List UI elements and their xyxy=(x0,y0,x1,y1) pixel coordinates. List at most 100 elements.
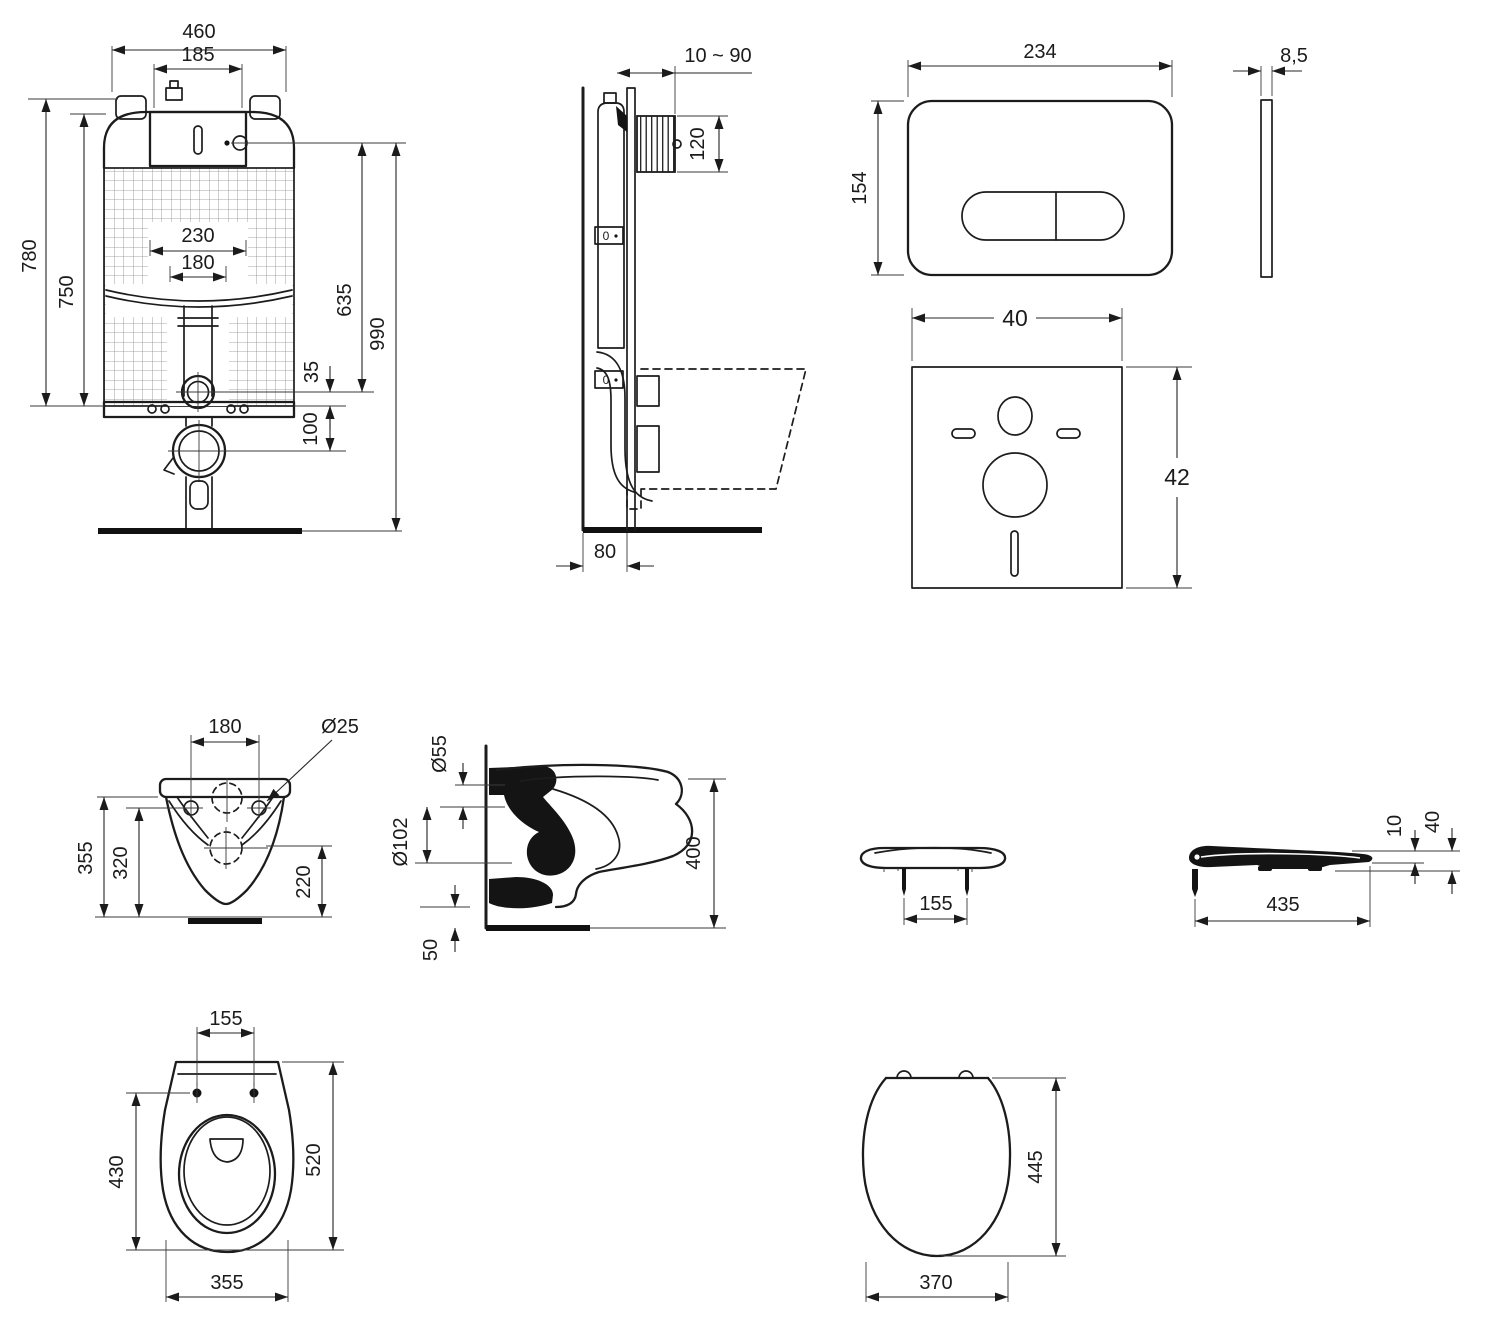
dimensions-bowl-top: 155 430 520 355 xyxy=(106,1008,344,1302)
dim-seat-hole-spacing: 155 xyxy=(209,1008,242,1030)
outlet-centerlines xyxy=(204,827,268,869)
dimensions-flush-plate-side: 8,5 xyxy=(1233,45,1308,96)
dim-total-length: 520 xyxy=(303,1143,325,1176)
dim-seat-height: 40 xyxy=(1422,811,1444,833)
dim-bolt-diameter: Ø25 xyxy=(321,716,359,738)
dim-drain-offset: 100 xyxy=(300,412,322,445)
hinge-pin-right xyxy=(965,868,969,896)
dim-plate-height: 154 xyxy=(849,171,871,204)
seat-hole-ticks xyxy=(196,1083,255,1103)
tank-side-outline xyxy=(597,102,625,349)
flush-outlet-cup xyxy=(209,1138,244,1163)
dim-seat-length: 435 xyxy=(1266,894,1299,916)
rail-bolt xyxy=(226,404,236,414)
bowl-inner-profile xyxy=(552,788,621,870)
dim-mat-width: 40 xyxy=(1002,305,1028,331)
dim-bottom-clearance: 50 xyxy=(420,939,442,961)
bowl-front-outline xyxy=(164,795,286,906)
dim-overall-width: 460 xyxy=(182,21,215,43)
dim-valve-to-outlet: 635 xyxy=(334,283,356,316)
dim-inspection-height: 120 xyxy=(687,127,709,160)
flush-button-pill xyxy=(961,191,1125,241)
dimensions-seat-side: 435 10 40 xyxy=(1194,811,1460,927)
inspection-shaft-hatched xyxy=(636,115,676,173)
dim-plate-thickness: 8,5 xyxy=(1280,45,1308,67)
view-seat-side: 435 10 40 xyxy=(1189,811,1460,927)
mat-hole-oval xyxy=(997,396,1033,436)
dim-bolt-spacing: 180 xyxy=(208,716,241,738)
dimensions-bowl-front: 180 Ø25 355 320 220 xyxy=(75,716,359,917)
seat-side-highlight xyxy=(1200,852,1361,859)
drain-clip xyxy=(163,457,175,475)
marker-dot-lower xyxy=(614,378,618,382)
dimensions-seat-top: 445 370 xyxy=(865,1077,1066,1302)
seat-bumper-right xyxy=(1308,866,1322,871)
view-sound-mat: 40 42 xyxy=(911,305,1192,589)
trap-curve-inner xyxy=(596,367,635,493)
dim-outlet-diameter: Ø102 xyxy=(390,818,412,867)
dimensions-cistern-side: 10 ~ 90 120 80 xyxy=(556,45,752,572)
shaft-knob xyxy=(672,139,682,149)
view-cistern-frame-front: 460 185 230 180 780 750 635 990 xyxy=(19,21,406,534)
dim-frame-depth: 80 xyxy=(594,541,616,563)
seat-rear-top-arc xyxy=(874,846,992,854)
dim-height-inner: 750 xyxy=(56,275,78,308)
marker-box-upper xyxy=(594,226,624,245)
mount-bracket-lower xyxy=(636,425,660,473)
rim-inner-line xyxy=(519,775,659,782)
seat-side-pin xyxy=(1192,869,1198,897)
filler-knob-top xyxy=(169,80,179,89)
dim-bowl-length: 430 xyxy=(106,1155,128,1188)
access-slot xyxy=(193,125,203,155)
bowl-section-fill xyxy=(489,766,576,876)
view-cistern-frame-side: 0 0 10 ~ 90 120 80 xyxy=(556,45,807,572)
rail-bolt xyxy=(147,404,157,414)
dim-hinge-pin-spacing: 155 xyxy=(919,893,952,915)
dim-bowl-width: 355 xyxy=(210,1272,243,1294)
mat-outline xyxy=(911,366,1123,589)
dim-height-outer: 780 xyxy=(19,239,41,272)
view-bowl-top: 155 430 520 355 xyxy=(106,1008,344,1302)
view-seat-rear: 155 xyxy=(859,846,1007,925)
mount-bracket-upper xyxy=(636,375,660,407)
dim-outlet-offset: 35 xyxy=(301,361,323,383)
drain-stub xyxy=(185,416,213,427)
frame-bracket-left xyxy=(115,95,147,120)
mat-slot-bottom xyxy=(1010,530,1019,577)
dimensions-sound-mat: 40 42 xyxy=(911,305,1192,589)
dim-opening-width: 230 xyxy=(181,225,214,247)
frame-bottom-rail xyxy=(102,400,296,419)
dim-seat-top-width: 370 xyxy=(919,1272,952,1294)
bowl-mounting-plate xyxy=(158,777,292,799)
view-flush-plate-front: 234 154 xyxy=(849,41,1174,277)
seat-rear-outline xyxy=(859,846,1007,870)
seat-side-fill xyxy=(1189,845,1373,869)
mat-slot-left xyxy=(951,428,976,439)
valve-reference-dot xyxy=(224,140,230,146)
cistern-access-box xyxy=(148,110,248,168)
view-bowl-front: 180 Ø25 355 320 220 xyxy=(75,716,359,924)
rail-bolt xyxy=(239,404,249,414)
rail-bolt xyxy=(160,404,170,414)
seat-top-outline xyxy=(861,1076,1012,1258)
dim-plate-width: 234 xyxy=(1023,41,1056,63)
drain-crosshair xyxy=(168,420,346,482)
rim-top-line xyxy=(495,763,670,774)
dimensions-bowl-side: Ø55 Ø102 400 50 xyxy=(390,735,726,961)
drain-downpipe xyxy=(185,476,213,531)
dim-inlet-diameter: Ø55 xyxy=(429,735,451,773)
outlet-crosshair xyxy=(176,372,220,412)
dim-seat-top-length: 445 xyxy=(1025,1150,1047,1183)
trap-curve-outer xyxy=(596,351,653,502)
flush-plate-side-outline xyxy=(1260,99,1273,278)
bowl-front-profile xyxy=(554,770,694,909)
marker-label-upper: 0 xyxy=(603,229,610,243)
dim-height-bolts: 320 xyxy=(110,846,132,879)
bowl-rim-inner xyxy=(183,1116,271,1226)
dim-total-height: 990 xyxy=(367,317,389,350)
tank-clip-dark xyxy=(616,106,627,132)
seat-rear-ticks xyxy=(883,868,973,872)
bowl-water-curves xyxy=(105,289,293,308)
flush-pipe xyxy=(177,305,219,397)
